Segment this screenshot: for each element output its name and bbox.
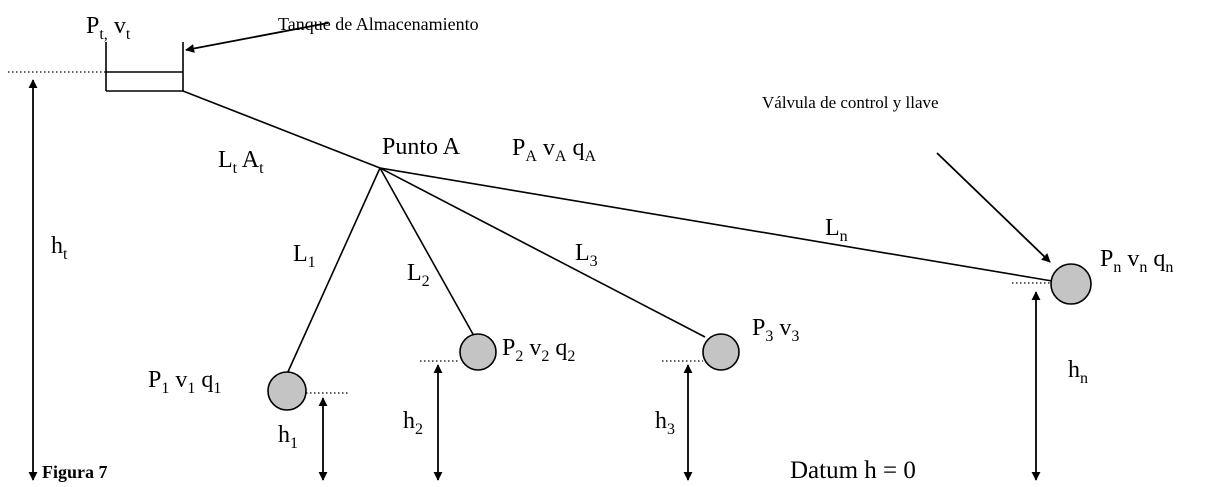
pipe-1: [286, 167, 381, 375]
height-3-label: h3: [655, 408, 675, 438]
pipe-n: [379, 167, 1053, 282]
node-3-label: P3 v3: [752, 315, 799, 345]
pipe-2-label: L2: [407, 260, 430, 290]
node-n-valve: [1050, 263, 1092, 305]
pipe-3-label: L3: [575, 240, 598, 270]
pipe-2: [379, 167, 475, 337]
tank-pointer-arrow: [185, 22, 329, 53]
valve-label: Válvula de control y llave: [762, 93, 939, 112]
node-n-label: Pn vn qn: [1100, 246, 1173, 276]
node-3: [702, 333, 740, 371]
datum-label: Datum h = 0: [790, 457, 916, 484]
pipe-1-label: L1: [293, 241, 316, 271]
point-a-label: Punto A: [382, 134, 461, 160]
valve-pointer-arrow: [936, 152, 1051, 263]
tank-label: Tanque de Almacenamiento: [278, 14, 479, 34]
main-pipe-label: Lt At: [218, 147, 264, 177]
main-pipe: [182, 90, 381, 169]
pipe-n-label: Ln: [825, 215, 848, 245]
height-n-label: hn: [1068, 357, 1088, 387]
height-2-label: h2: [403, 408, 423, 438]
node-1-label: P1 v1 q1: [148, 367, 221, 397]
storage-tank: [105, 42, 184, 92]
height-t-label: ht: [51, 233, 68, 263]
tank-state-label: Pt, vt: [86, 13, 131, 43]
pipe-3: [379, 167, 706, 338]
figure-label: Figura 7: [42, 462, 108, 482]
point-a-state-label: PA vA qA: [512, 135, 596, 165]
node-2: [459, 333, 497, 371]
node-2-label: P2 v2 q2: [502, 335, 575, 365]
height-1-label: h1: [278, 422, 298, 452]
node-1: [267, 371, 307, 411]
